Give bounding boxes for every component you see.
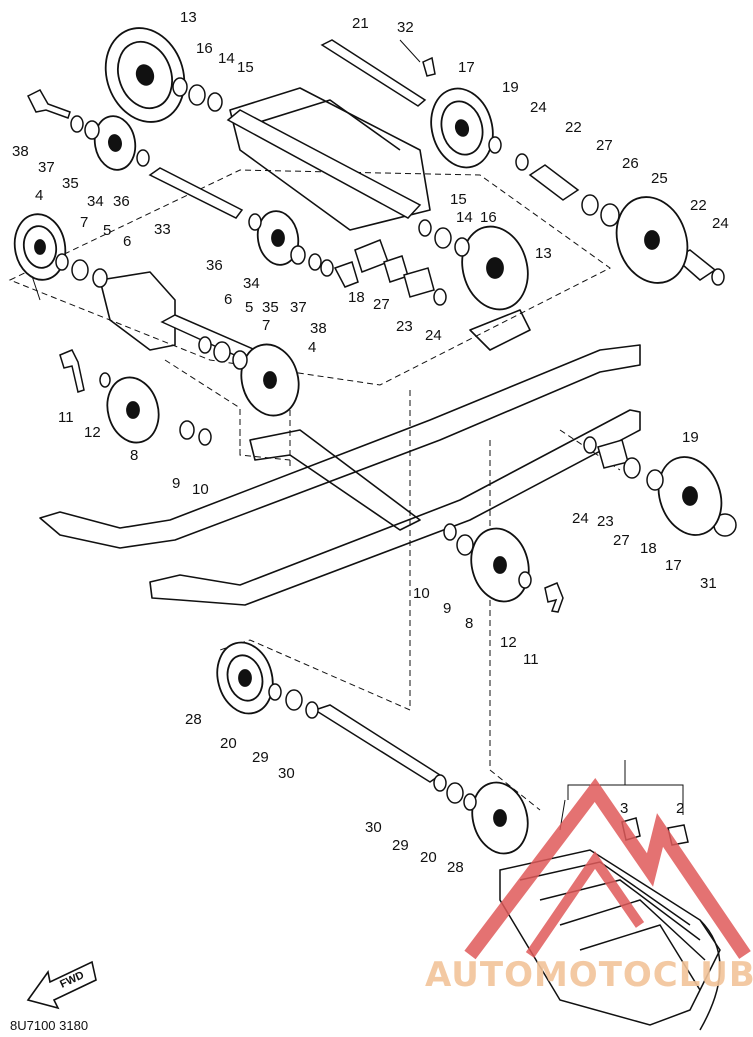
callout: 23	[597, 513, 614, 530]
shaft-lower	[313, 704, 442, 783]
callout: 22	[565, 119, 582, 136]
callout: 10	[192, 481, 209, 498]
callout: 12	[500, 634, 517, 651]
callout: 5	[245, 299, 253, 316]
callout: 19	[502, 79, 519, 96]
callout: 28	[185, 711, 202, 728]
callout: 13	[180, 9, 197, 26]
callout: 35	[262, 299, 279, 316]
callout: 30	[278, 765, 295, 782]
callout: 24	[572, 510, 589, 527]
callout: 35	[62, 175, 79, 192]
callout: 37	[38, 159, 55, 176]
washers-spacers	[55, 56, 725, 846]
callout: 34	[87, 193, 104, 210]
bolt-38	[26, 89, 71, 119]
callout: 2	[676, 800, 684, 817]
callout: 23	[396, 318, 413, 335]
callout: 20	[420, 849, 437, 866]
callout: 31	[700, 575, 717, 592]
callout: 20	[220, 735, 237, 752]
shaft-upper	[226, 109, 422, 219]
callout: 8	[130, 447, 138, 464]
callout: 24	[712, 215, 729, 232]
callout: 11	[523, 651, 539, 668]
bolt-11a	[59, 349, 85, 393]
callout: 10	[413, 585, 430, 602]
callout: 33	[154, 221, 171, 238]
callout: 18	[640, 540, 657, 557]
fwd-arrow: FWD	[26, 960, 97, 1010]
callout: 11	[58, 409, 74, 426]
callout: 32	[397, 19, 414, 36]
callout: 6	[123, 233, 131, 250]
bolt-11b	[544, 582, 564, 613]
callout: 27	[373, 296, 390, 313]
callout: 24	[425, 327, 442, 344]
callout: 15	[450, 191, 467, 208]
bolt-38b	[333, 261, 359, 288]
callout: 16	[480, 209, 497, 226]
wheels	[13, 27, 723, 855]
bolts	[26, 89, 737, 613]
callout: 3	[620, 800, 628, 817]
callout-numbers: 13 16 14 15 21 32 17 19 38 37 35 34 36 2…	[12, 9, 729, 876]
watermark-logo	[464, 778, 751, 960]
callout: 28	[447, 859, 464, 876]
callout: 13	[535, 245, 552, 262]
callout: 14	[456, 209, 473, 226]
suspension-frame	[39, 87, 641, 606]
callout: 19	[682, 429, 699, 446]
callout: 29	[252, 749, 269, 766]
callout: 14	[218, 50, 235, 67]
shaft-22a	[528, 164, 580, 201]
callout: 30	[365, 819, 382, 836]
callout: 4	[35, 187, 43, 204]
callout: 25	[651, 170, 668, 187]
callout: 38	[12, 143, 29, 160]
callout: 36	[113, 193, 130, 210]
callout: 8	[465, 615, 473, 632]
callout: 9	[443, 600, 451, 617]
callout: 18	[348, 289, 365, 306]
callout: 15	[237, 59, 254, 76]
shaft-33	[148, 167, 244, 219]
callout: 4	[308, 339, 316, 356]
callout: 22	[690, 197, 707, 214]
callout: 38	[310, 320, 327, 337]
callout: 9	[172, 475, 180, 492]
callout: 6	[224, 291, 232, 308]
callout: 17	[458, 59, 475, 76]
shaft-21	[320, 39, 427, 107]
callout: 17	[665, 557, 682, 574]
callout: 26	[622, 155, 639, 172]
callout: 34	[243, 275, 260, 292]
callout: 27	[613, 532, 630, 549]
callout: 7	[80, 214, 88, 231]
callout: 29	[392, 837, 409, 854]
callout: 27	[596, 137, 613, 154]
callout: 16	[196, 40, 213, 57]
callout: 5	[103, 222, 111, 239]
part-code: 8U7100 3180	[10, 1018, 88, 1033]
callout: 24	[530, 99, 547, 116]
callout: 7	[262, 317, 270, 334]
callout: 37	[290, 299, 307, 316]
callout: 12	[84, 424, 101, 441]
callout: 36	[206, 257, 223, 274]
watermark-text: AUTOMOTOCLUB	[425, 955, 753, 995]
callout: 21	[352, 15, 369, 32]
